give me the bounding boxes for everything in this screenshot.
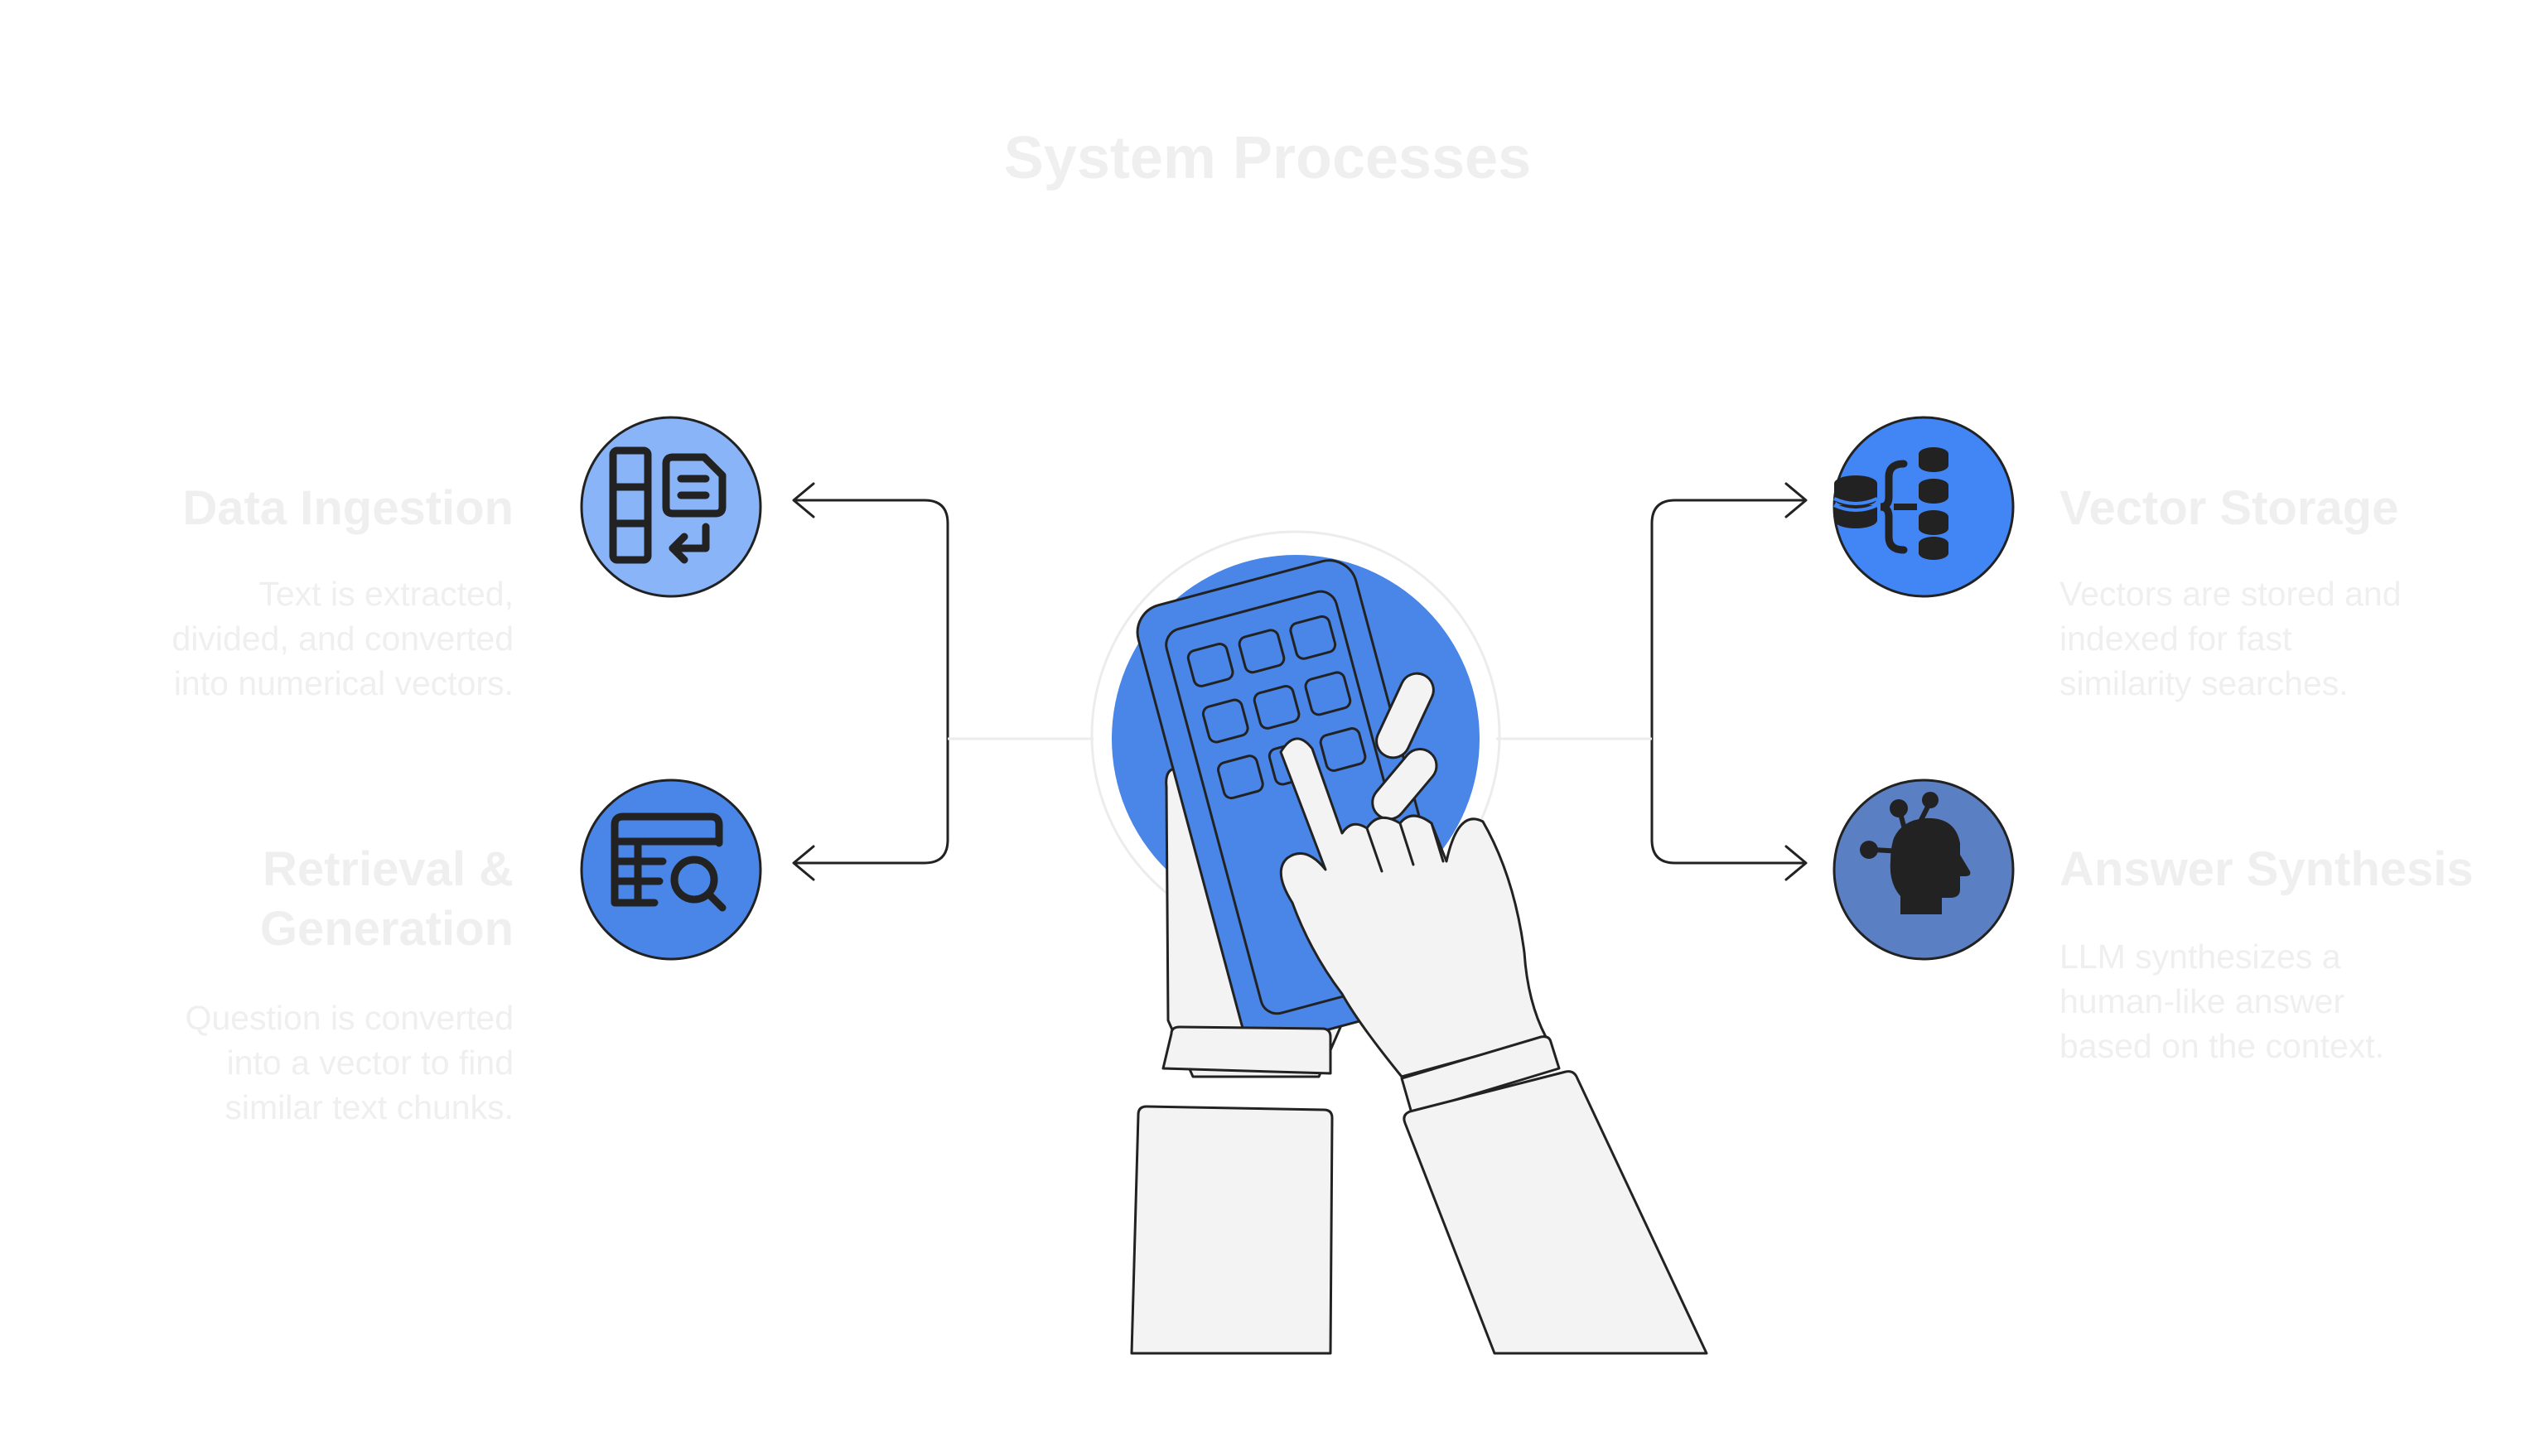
hands-tapping-calculator-icon — [1090, 530, 1708, 1355]
node-heading-retrieval-generation: Retrieval &Generation — [259, 842, 514, 956]
arrow-head-data-ingestion — [792, 482, 815, 518]
node-heading-data-ingestion: Data Ingestion — [182, 481, 514, 535]
node-heading-vector-storage: Vector Storage — [2059, 481, 2399, 535]
node-heading-answer-synthesis: Answer Synthesis — [2059, 842, 2474, 896]
node-description-data-ingestion: Text is extracted,divided, and converted… — [171, 575, 514, 702]
connectors — [792, 482, 1808, 881]
arrow-head-vector-storage — [1784, 482, 1808, 518]
ai-head-network-icon — [1860, 792, 1971, 914]
page-title: System Processes — [1003, 125, 1532, 191]
node-retrieval-circle — [580, 779, 762, 961]
database-stack-icon — [1833, 447, 1948, 560]
arrow-head-retrieval — [792, 845, 815, 881]
node-data-ingestion-circle — [580, 416, 762, 598]
arrow-head-answer-synthesis — [1784, 845, 1808, 881]
connector-left-bracket — [794, 499, 949, 865]
connector-right-bracket — [1650, 499, 1806, 865]
table-document-import-icon — [609, 446, 727, 564]
table-search-icon — [611, 812, 727, 912]
